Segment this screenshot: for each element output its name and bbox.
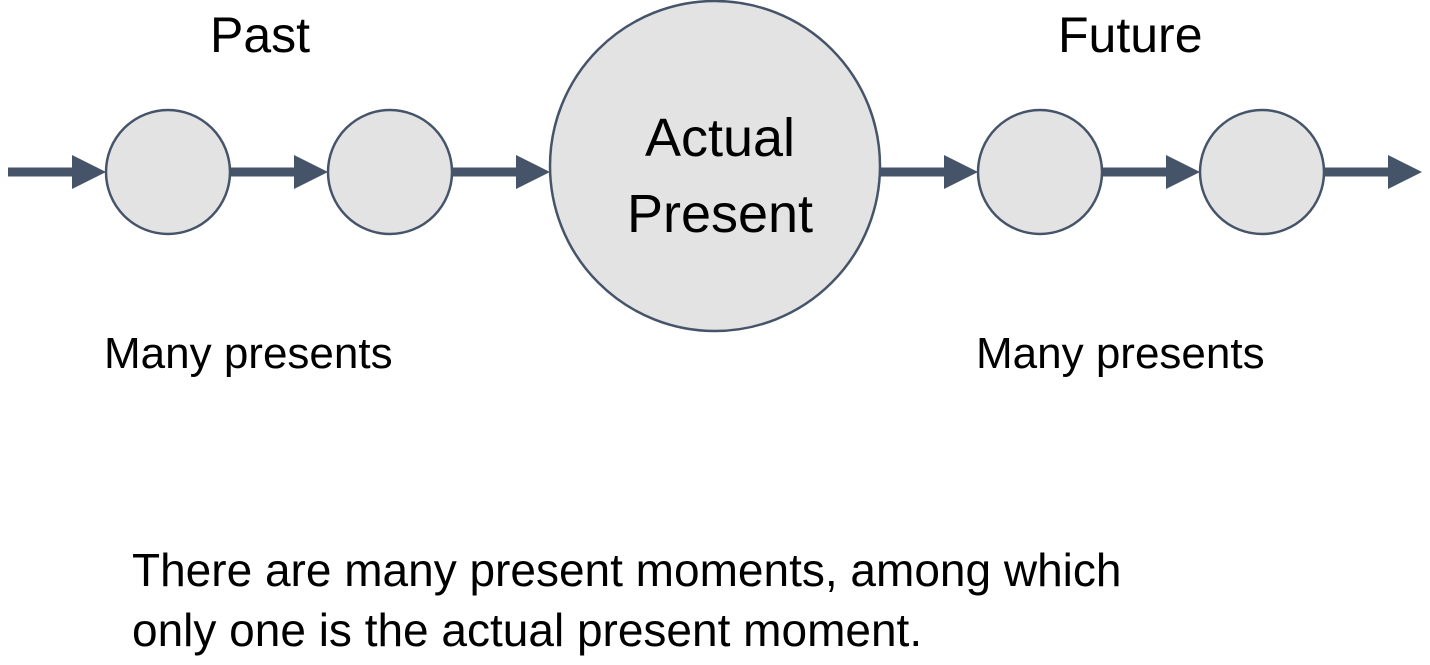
past-node-2 xyxy=(326,108,454,236)
many-presents-left-label: Many presents xyxy=(104,329,393,378)
arrow-head-1 xyxy=(72,155,106,189)
actual-present-node xyxy=(548,0,882,333)
arrow-head-6 xyxy=(1388,155,1422,189)
many-presents-right-label: Many presents xyxy=(976,329,1265,378)
caption-line-2: only one is the actual present moment. xyxy=(132,604,923,656)
arrow-head-3 xyxy=(516,155,550,189)
arrow-head-5 xyxy=(1166,155,1200,189)
arrow-head-4 xyxy=(944,155,978,189)
future-node-2 xyxy=(1198,108,1326,236)
arrow-group xyxy=(8,155,1422,189)
actual-present-label-line2: Present xyxy=(626,184,814,244)
future-label: Future xyxy=(1058,7,1203,63)
future-node-1 xyxy=(976,108,1104,236)
arrow-head-2 xyxy=(294,155,328,189)
past-label: Past xyxy=(210,7,311,63)
caption-line-1: There are many present moments, among wh… xyxy=(132,544,1122,596)
actual-present-label-line1: Actual xyxy=(644,108,796,168)
caption: There are many present moments, among wh… xyxy=(132,540,1121,660)
past-node-1 xyxy=(104,108,232,236)
actual-present-label: Actual Present xyxy=(555,100,885,252)
node-group xyxy=(104,0,1326,333)
